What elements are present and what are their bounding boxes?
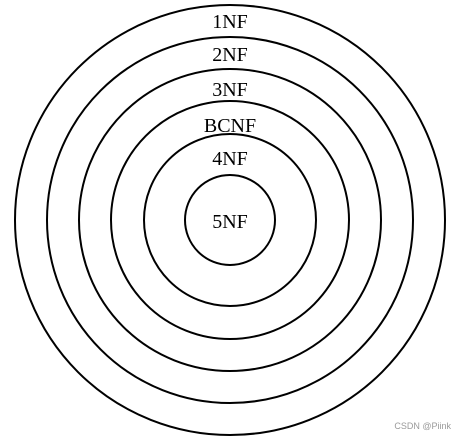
- label-5nf: 5NF: [212, 211, 248, 233]
- ring-3nf: [78, 68, 382, 372]
- ring-1nf: [14, 4, 446, 436]
- ring-5nf: [184, 174, 276, 266]
- label-bcnf: BCNF: [204, 115, 256, 137]
- ring-bcnf: [110, 100, 350, 340]
- watermark: CSDN @Piink: [394, 421, 451, 431]
- ring-2nf: [46, 36, 414, 404]
- label-2nf: 2NF: [212, 44, 248, 66]
- label-1nf: 1NF: [212, 11, 248, 33]
- label-3nf: 3NF: [212, 79, 248, 101]
- ring-4nf: [143, 133, 317, 307]
- label-4nf: 4NF: [212, 148, 248, 170]
